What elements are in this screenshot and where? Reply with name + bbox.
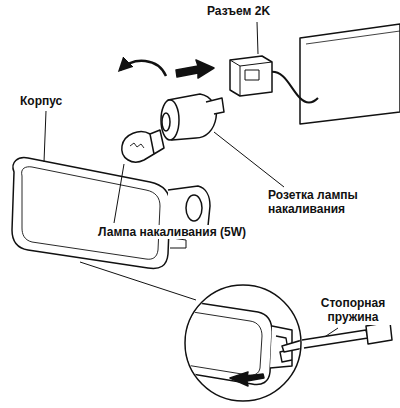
- socket-flange: [161, 100, 179, 140]
- connector-2k: [230, 56, 272, 96]
- screwdriver-tip: [282, 340, 304, 352]
- turn-arrow: [120, 61, 166, 76]
- part-name: Розетка лампы накаливания: [266, 188, 378, 217]
- connector-latch: [245, 70, 259, 80]
- screwdriver-shaft: [302, 330, 368, 348]
- leader-line: [80, 262, 196, 300]
- detail-housing: [180, 300, 272, 385]
- lens-rim: [22, 167, 160, 259]
- part-name: Стопорная пружина: [310, 296, 396, 325]
- body-panel: [300, 24, 400, 124]
- part-name: Разъем 2K: [205, 4, 309, 18]
- socket-mouth: [162, 113, 170, 131]
- bulb-glass: [122, 132, 154, 162]
- part-name: Корпус: [18, 94, 88, 108]
- detail-lens-rim: [180, 310, 262, 375]
- housing-socket-hole: [186, 195, 202, 221]
- leader-line: [44, 111, 46, 162]
- wire: [270, 72, 318, 103]
- part-name: Лампа накаливания (5W): [96, 225, 276, 239]
- bulb-base: [150, 130, 164, 154]
- socket-tab: [206, 98, 224, 114]
- connector-face: [230, 60, 272, 96]
- bulb-filament: [130, 143, 144, 148]
- leader-line: [257, 22, 258, 54]
- leader-line: [114, 164, 124, 223]
- housing-clip: [170, 238, 186, 248]
- move-arrow: [176, 60, 214, 78]
- panel-edge: [306, 31, 400, 44]
- screwdriver-handle: [366, 322, 392, 344]
- leader-line: [214, 132, 284, 187]
- pull-arrow: [230, 372, 264, 386]
- housing-lens: [12, 158, 170, 269]
